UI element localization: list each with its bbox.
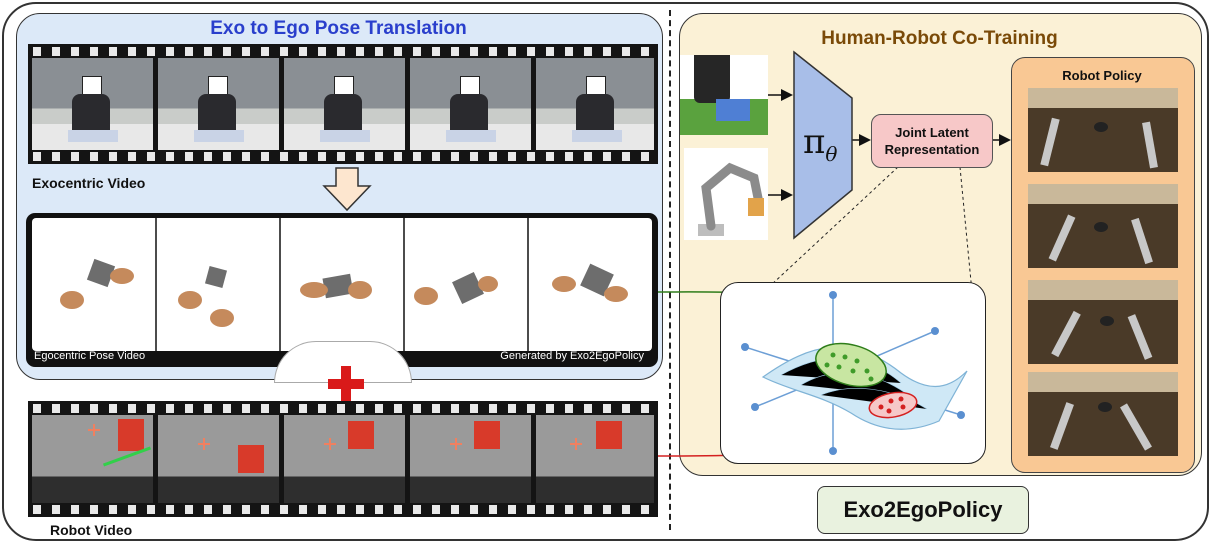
joint-latent-line2: Representation bbox=[872, 141, 992, 158]
joint-latent-line1: Joint Latent bbox=[872, 124, 992, 141]
robot-policy-title: Robot Policy bbox=[1011, 68, 1193, 83]
latent-manifold-illustration bbox=[721, 283, 985, 463]
exo2egopolicy-badge: Exo2EgoPolicy bbox=[817, 486, 1029, 534]
latent-manifold-box bbox=[720, 282, 986, 464]
policy-symbol: πθ bbox=[803, 122, 837, 166]
joint-latent-box: Joint Latent Representation bbox=[871, 114, 993, 168]
policy-frame-3 bbox=[1028, 280, 1178, 364]
policy-theta: θ bbox=[825, 142, 837, 166]
policy-frame-2 bbox=[1028, 184, 1178, 268]
policy-frame-1 bbox=[1028, 88, 1178, 172]
policy-pi: π bbox=[803, 122, 825, 162]
policy-frame-4 bbox=[1028, 372, 1178, 456]
